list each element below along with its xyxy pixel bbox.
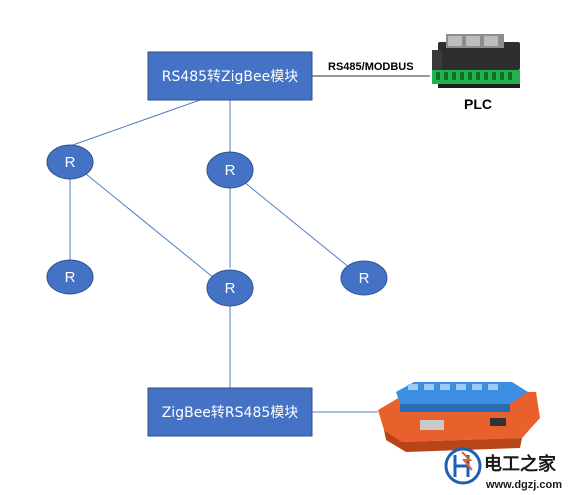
router-node-label: R: [359, 270, 370, 287]
router-node-label: R: [65, 154, 76, 171]
connection-lines: [69, 99, 378, 413]
agv-with-pallet-image: [378, 382, 540, 452]
router-node-label: R: [225, 162, 236, 179]
watermark-name: 电工之家: [484, 453, 557, 475]
router-node-2: R: [206, 151, 254, 189]
watermark: 电工之家 www.dgzj.com: [444, 447, 562, 491]
router-node-4: R: [206, 269, 254, 307]
rs485-modbus-link-label: RS485/MODBUS: [328, 61, 414, 73]
router-node-label: R: [225, 280, 236, 297]
rs485-to-zigbee-label: RS485转ZigBee模块: [162, 69, 299, 85]
rs485-to-zigbee-module: RS485转ZigBee模块: [147, 51, 313, 101]
plc-label: PLC: [464, 96, 492, 112]
router-node-label: R: [65, 269, 76, 286]
router-node-1: R: [46, 144, 94, 180]
line-r2-to-r5: [243, 181, 351, 269]
router-node-5: R: [340, 260, 388, 296]
zigbee-to-rs485-label: ZigBee转RS485模块: [162, 405, 299, 421]
line-r1-to-r4: [85, 173, 215, 279]
zigbee-to-rs485-module: ZigBee转RS485模块: [147, 387, 313, 437]
line-top-box-to-r1: [69, 99, 201, 147]
watermark-url: www.dgzj.com: [485, 479, 562, 491]
plc-device-image: [432, 34, 520, 88]
router-node-3: R: [46, 259, 94, 295]
